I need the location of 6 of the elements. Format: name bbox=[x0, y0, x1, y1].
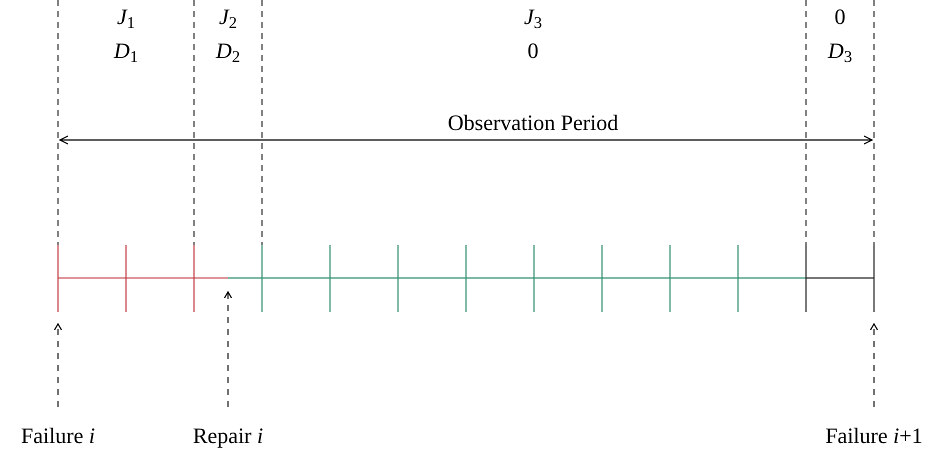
dashed-arrow bbox=[870, 323, 878, 407]
event-label: Failure i bbox=[21, 407, 95, 447]
dashed-arrow bbox=[54, 323, 62, 407]
event-label: Failure i+1 bbox=[825, 407, 923, 447]
dashed-arrow bbox=[224, 291, 232, 407]
event-label: Repair i bbox=[192, 407, 264, 447]
